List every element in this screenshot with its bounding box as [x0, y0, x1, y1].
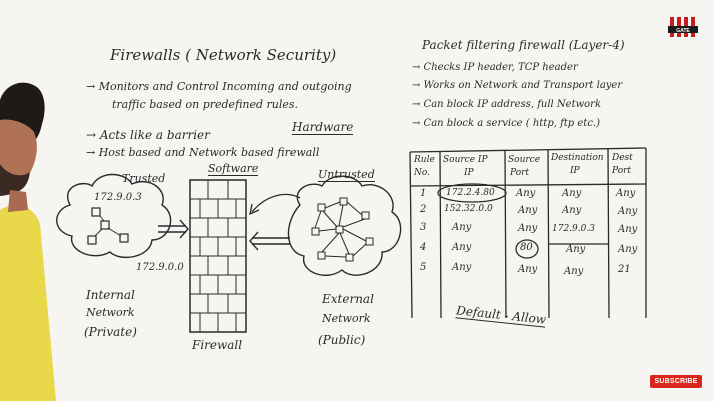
packet-filtering-title: Packet filtering firewall (Layer-4) — [422, 38, 625, 52]
arrow-curved-to-firewall — [251, 193, 301, 213]
table-cell: 4 — [420, 242, 427, 253]
bullet-monitor-line1: → Monitors and Control Incoming and outg… — [86, 80, 352, 93]
label-external-network: Network — [322, 312, 371, 325]
header-destination-ip: Destination — [551, 153, 604, 163]
point-checks-header: → Checks IP header, TCP header — [412, 62, 578, 73]
header-source-ip-sub: IP — [464, 168, 474, 178]
external-mesh-network — [311, 197, 374, 262]
table-cell: Any — [566, 244, 586, 255]
firewalls-title: Firewalls ( Network Security) — [110, 46, 337, 64]
table-cell: 80 — [520, 242, 533, 253]
header-dest-port: Dest — [612, 153, 633, 163]
table-cell: Any — [562, 205, 582, 216]
header-source-ip: Source IP — [443, 155, 488, 165]
internal-node — [91, 207, 101, 217]
header-source-port: Source — [508, 155, 541, 165]
arrow-external-to-firewall — [249, 231, 290, 251]
table-cell: 152.32.0.0 — [444, 204, 493, 214]
bullet-host-network: → Host based and Network based firewall — [86, 146, 320, 159]
logo-text: GATE — [676, 28, 690, 34]
internal-node — [119, 233, 129, 243]
label-network-ip: 172.9.0.0 — [136, 262, 184, 273]
label-firewall: Firewall — [192, 338, 243, 352]
table-cell: Any — [452, 242, 472, 253]
table-cell: Any — [616, 188, 636, 199]
table-cell: 172.2.4.80 — [446, 188, 495, 198]
label-public: (Public) — [318, 333, 366, 347]
table-cell: Any — [564, 266, 584, 277]
table-cell: 3 — [420, 222, 427, 233]
bullet-barrier: → Acts like a barrier — [86, 128, 210, 142]
label-hardware: Hardware — [292, 120, 354, 135]
table-cell: Any — [518, 205, 538, 216]
subscribe-label: SUBSCRIBE — [654, 378, 698, 385]
label-untrusted: Untrusted — [318, 168, 375, 182]
table-cell: Any — [618, 244, 638, 255]
table-cell: 2 — [420, 204, 427, 215]
table-cell: 172.9.0.3 — [552, 224, 595, 234]
label-software: Software — [208, 162, 259, 176]
subscribe-button[interactable]: SUBSCRIBE — [650, 375, 702, 388]
point-block-service: → Can block a service ( http, ftp etc.) — [412, 118, 600, 129]
presenter-person — [0, 82, 56, 401]
header-source-port-sub: Port — [510, 168, 530, 178]
label-trusted: Trusted — [122, 172, 166, 185]
table-cell: Any — [518, 264, 538, 275]
table-cell: 1 — [420, 188, 427, 199]
table-cell: Any — [618, 206, 638, 217]
rules-table: Rule No. Source IP IP Source Port Destin… — [410, 150, 645, 315]
gate-logo-icon: GATE — [668, 17, 698, 37]
bullet-monitor-line2: traffic based on predefined rules. — [112, 98, 299, 111]
table-cell: 5 — [420, 262, 427, 273]
header-rule-no: No. — [414, 168, 430, 178]
internal-node — [87, 235, 97, 245]
label-external: External — [322, 292, 374, 306]
table-cell: Any — [618, 224, 638, 235]
header-rule: Rule — [414, 155, 435, 165]
header-dest-port-sub: Port — [612, 166, 632, 176]
table-cell: Any — [452, 262, 472, 273]
rules-table-grid — [409, 147, 647, 319]
point-works-layer: → Works on Network and Transport layer — [412, 80, 623, 91]
internal-network-cloud — [56, 173, 172, 259]
internal-node — [100, 220, 110, 230]
table-cell: 21 — [618, 264, 631, 275]
label-private: (Private) — [84, 325, 137, 339]
table-cell: Any — [562, 188, 582, 199]
label-internal-network: Network — [86, 306, 135, 319]
firewall-brick-wall — [189, 179, 247, 333]
header-destination-ip-sub: IP — [570, 166, 580, 176]
label-internal: Internal — [86, 288, 135, 302]
table-cell: Any — [518, 223, 538, 234]
table-cell: Any — [516, 188, 536, 199]
arrow-internal-to-firewall — [158, 219, 189, 239]
point-block-ip: → Can block IP address, full Network — [412, 99, 602, 110]
label-internal-ip: 172.9.0.3 — [94, 192, 142, 203]
external-network-cloud — [287, 175, 402, 276]
table-cell: Any — [452, 222, 472, 233]
